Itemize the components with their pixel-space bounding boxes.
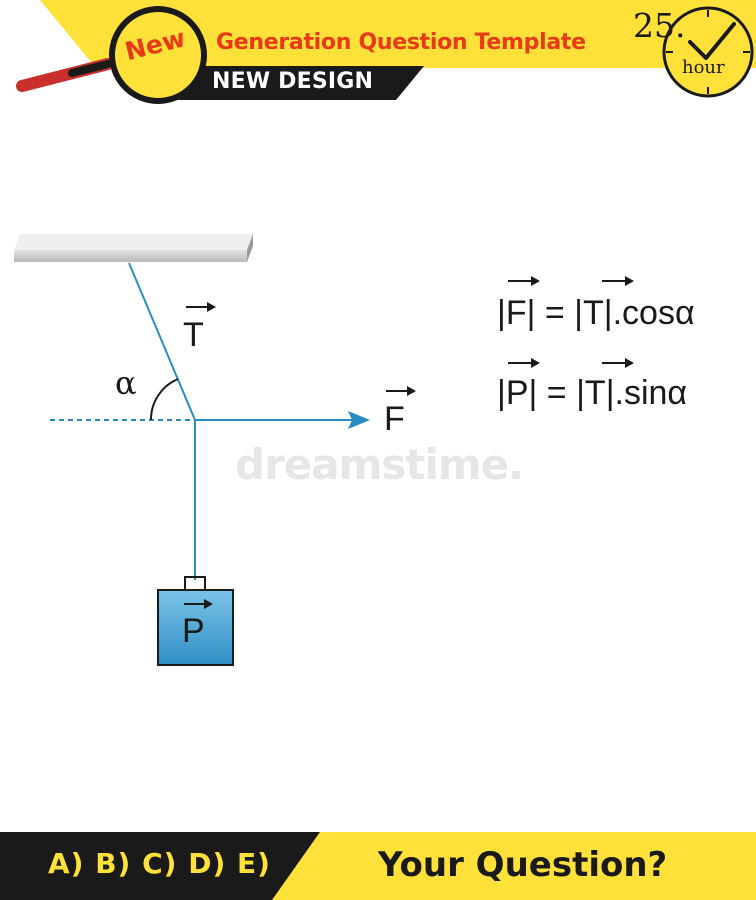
force-diagram — [14, 234, 634, 666]
weight-label: P — [182, 612, 205, 650]
template-title: Generation Question Template — [216, 30, 586, 55]
angle-label: α — [115, 364, 137, 402]
equation-cos: |F| = |T|.cosα — [497, 294, 695, 332]
force-label: F — [384, 400, 405, 438]
watermark: dreamstime. — [235, 440, 524, 489]
ceiling-support — [14, 234, 253, 262]
vector-arrow-icon — [186, 302, 216, 312]
footer-graphics — [0, 832, 756, 900]
magnifier-icon — [16, 6, 207, 104]
tension-label: T — [183, 316, 204, 354]
template-subtitle: NEW DESIGN — [212, 69, 374, 94]
clock-unit: hour — [682, 57, 725, 78]
vector-arrow-icon — [386, 386, 416, 396]
clock-number: 25. — [633, 6, 686, 45]
header-black-band — [150, 66, 424, 100]
force-arrow — [195, 411, 370, 429]
vector-arrow-icon — [508, 358, 634, 368]
header-yellow-band — [40, 0, 756, 68]
vector-arrow-icon — [184, 599, 213, 609]
clock-check-icon — [662, 6, 754, 98]
footer-black-band — [0, 832, 320, 900]
vector-arrow-icon — [508, 276, 634, 286]
question-placeholder: Your Question? — [378, 845, 668, 885]
answer-options: A) B) C) D) E) — [48, 847, 271, 880]
header-graphics — [16, 0, 756, 104]
weight-block — [157, 576, 234, 666]
equation-sin: |P| = |T|.sinα — [497, 374, 688, 412]
tension-rope — [128, 262, 196, 421]
angle-arc — [149, 378, 179, 421]
